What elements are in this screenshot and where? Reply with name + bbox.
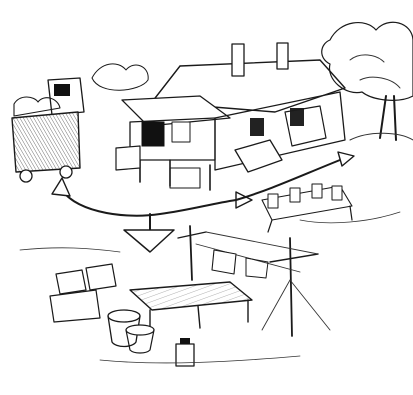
- flow-arrows: [52, 152, 354, 252]
- truck: [12, 78, 84, 182]
- shrubs: [92, 64, 148, 90]
- tree: [322, 22, 413, 140]
- clothesline: [178, 226, 330, 336]
- crates: [50, 264, 116, 322]
- work-table: [130, 282, 252, 332]
- tubs: [108, 310, 194, 366]
- outdoor-furniture: [262, 184, 352, 232]
- house: [116, 43, 345, 190]
